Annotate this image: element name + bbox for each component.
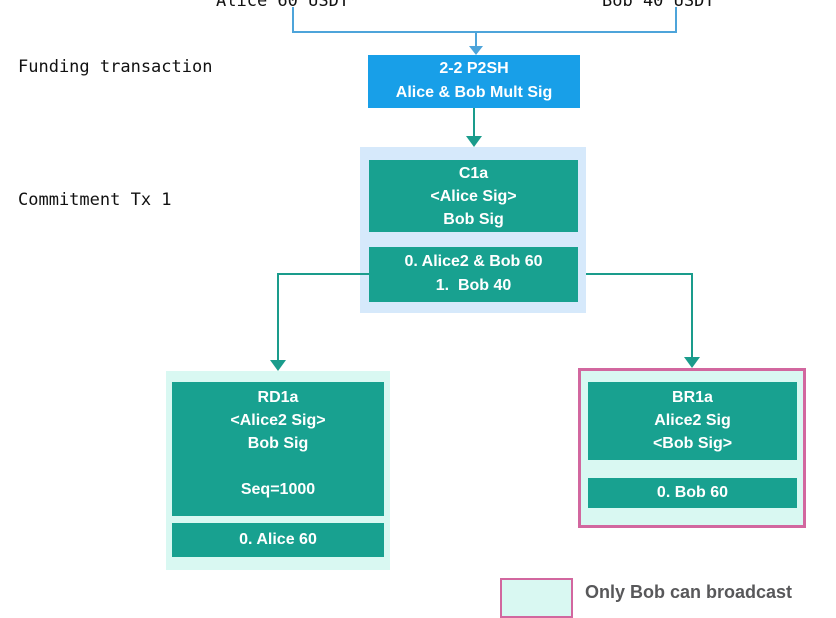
bracket-left-line [292, 7, 294, 33]
legend-label: Only Bob can broadcast [585, 582, 793, 602]
funding-tx-line1: 2-2 P2SH [439, 60, 509, 77]
bob-input-label: Bob 40 USDT [602, 0, 715, 11]
br-script-name: BR1a [672, 389, 713, 406]
commitment-script-bob-sig: Bob Sig [443, 211, 504, 228]
rd-connector-horizontal [277, 273, 369, 275]
rd-script-box: RD1a <Alice2 Sig> Bob Sig Seq=1000 [172, 382, 384, 516]
rd-script-sequence: Seq=1000 [240, 481, 316, 498]
commitment-row-label: Commitment Tx 1 [18, 190, 172, 210]
br-arrow-icon [684, 357, 700, 368]
rd-outputs-box: 0. Alice 60 [172, 523, 384, 557]
br-tx-container: BR1a Alice2 Sig <Bob Sig> 0. Bob 60 [578, 368, 806, 528]
rd-output-0: 0. Alice 60 [239, 531, 317, 548]
br-outputs-box: 0. Bob 60 [588, 478, 797, 508]
bracket-horizontal-line [292, 31, 677, 33]
legend-swatch [500, 578, 573, 618]
rd-tx-container: RD1a <Alice2 Sig> Bob Sig Seq=1000 0. Al… [166, 371, 390, 570]
br-script-box: BR1a Alice2 Sig <Bob Sig> [588, 382, 797, 460]
rd-script-alice2-sig: <Alice2 Sig> [230, 412, 326, 429]
rd-script-name: RD1a [257, 389, 299, 406]
commitment-output-0: 0. Alice2 & Bob 60 [404, 253, 543, 270]
funding-arrow-icon [469, 46, 483, 55]
funding-tx-box: 2-2 P2SH Alice & Bob Mult Sig [368, 55, 580, 108]
funding-tx-line2: Alice & Bob Mult Sig [395, 84, 553, 101]
commitment-outputs-box: 0. Alice2 & Bob 60 1. Bob 40 [369, 247, 578, 302]
rd-arrow-icon [270, 360, 286, 371]
commitment-script-alice-sig: <Alice Sig> [430, 188, 517, 205]
br-script-alice2-sig: Alice2 Sig [654, 412, 731, 429]
br-script-bob-sig: <Bob Sig> [652, 435, 733, 452]
commitment-arrow-shaft [473, 108, 475, 138]
alice-input-label: Alice 60 USDT [216, 0, 350, 11]
br-connector-vertical [691, 273, 693, 358]
commitment-tx-container: C1a <Alice Sig> Bob Sig 0. Alice2 & Bob … [360, 147, 586, 313]
commitment-output-1: 1. Bob 40 [435, 277, 512, 294]
funding-row-label: Funding transaction [18, 57, 213, 77]
commitment-script-name: C1a [458, 165, 489, 182]
rd-connector-vertical [277, 273, 279, 361]
commitment-arrow-icon [466, 136, 482, 147]
br-connector-horizontal [586, 273, 693, 275]
rd-script-bob-sig: Bob Sig [247, 435, 309, 452]
commitment-script-box: C1a <Alice Sig> Bob Sig [369, 160, 578, 232]
bracket-right-line [675, 7, 677, 33]
br-output-0: 0. Bob 60 [656, 484, 729, 501]
rd-script-spacer [172, 455, 384, 478]
funding-arrow-shaft [475, 33, 477, 47]
